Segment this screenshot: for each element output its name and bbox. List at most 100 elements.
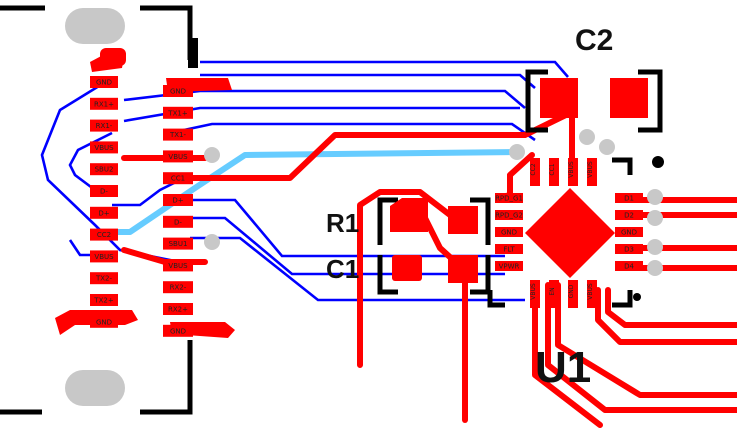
u1-pad: [530, 280, 540, 308]
u1-outline: [612, 157, 633, 175]
connector-pad-label: GND: [96, 79, 112, 87]
u1-pad-label: D1: [624, 195, 634, 203]
u1-pad: [549, 158, 559, 186]
connector-pad-label: GND: [170, 327, 186, 335]
connector-pad-label: TX1+: [167, 109, 188, 117]
u1-pad: [568, 280, 578, 308]
u1-pad-label: D3: [624, 246, 634, 254]
connector-pad: [163, 172, 193, 185]
via: [509, 144, 525, 160]
u1-thermal-pad: [525, 188, 615, 278]
via: [599, 139, 615, 155]
u1-pad-label: VBUS: [587, 161, 594, 178]
r1-c1-footprints: [390, 198, 478, 283]
via: [204, 147, 220, 163]
u1-pad: [549, 280, 559, 308]
u1-pad: [495, 227, 523, 237]
u1-pad-label: VBUS: [587, 283, 594, 300]
u1-refdes: U1: [535, 343, 591, 392]
u1-pad: [587, 280, 597, 308]
bottom-trace: [123, 106, 520, 123]
connector-pad-label: D-: [100, 188, 108, 196]
c1-refdes: C1: [326, 254, 359, 284]
u1-outline: [612, 290, 633, 308]
connector-pad: [163, 106, 193, 119]
via: [579, 129, 595, 145]
vias: [65, 8, 663, 406]
via: [647, 260, 663, 276]
connector-pad: [90, 294, 118, 306]
u1-pad-label: GND: [501, 229, 517, 237]
bottom-trace: [123, 89, 526, 109]
connector-pad-label: VBUS: [168, 262, 188, 270]
top-trace: [555, 282, 737, 398]
connector-pad-label: VBUS: [94, 253, 114, 261]
top-trace: [187, 109, 575, 181]
u1-pad-label: FLT: [503, 246, 515, 254]
connector-pad: [90, 272, 118, 285]
connector-pad: [163, 128, 193, 141]
u1-pad-label: VBUS: [530, 283, 537, 300]
bottom-trace: [40, 76, 181, 264]
connector-right-pad-column: GNDTX1+TX1-VBUSCC1D+D-SBU1VBUSRX2-RX2+GN…: [163, 85, 193, 337]
connector-pad-label: D+: [98, 209, 109, 217]
u1-pad-label: VPWR: [499, 263, 520, 271]
u1-pin1-dot: [633, 293, 641, 301]
top-trace: [595, 287, 737, 345]
connector-pad-label: TX2-: [95, 275, 113, 283]
u1-pad: [615, 227, 643, 237]
connector-pad: [90, 97, 118, 110]
connector-pad-label: SBU1: [169, 240, 188, 248]
c2-pad-2: [610, 78, 648, 118]
connector-pad: [163, 194, 193, 206]
connector-pad-label: RX1-: [96, 122, 113, 130]
connector-pad: [90, 185, 118, 197]
connector-left-pad-column: GNDRX1+RX1-VBUSSBU2D-D+CC2VBUSTX2-TX2+GN…: [90, 76, 118, 328]
bottom-trace: [200, 73, 536, 89]
connector-pad: [90, 119, 118, 132]
u1-outline: [487, 290, 505, 308]
connector-pad: [90, 250, 118, 263]
top-trace: [495, 152, 535, 201]
mounting-hole: [65, 370, 125, 406]
top-trace: [357, 189, 453, 368]
top-trace: [532, 282, 603, 428]
u1-pad-label: RPD_G2: [495, 212, 523, 220]
u1-pad-label: D4: [624, 263, 634, 271]
connector-pad: [90, 315, 118, 328]
connector-pad-label: RX2+: [168, 306, 188, 314]
top-trace: [545, 282, 737, 413]
u1-pad-label: CC2: [530, 163, 537, 175]
c2-refdes: C2: [575, 24, 613, 57]
c1-outline: [377, 255, 398, 295]
connector-outline: [140, 5, 193, 60]
u1-pad: [495, 193, 523, 203]
u1-pad-label: D2: [624, 212, 634, 220]
u1-pad: [615, 244, 643, 254]
bottom-layer-traces: [40, 60, 569, 302]
c1-pad-1: [392, 255, 422, 281]
u1-pad: [530, 158, 540, 186]
bottom-trace: [112, 178, 181, 207]
connector-pad: [163, 215, 193, 228]
u1-pad: [615, 193, 643, 203]
u1-pad-label: EN: [549, 287, 556, 295]
connector-outline: [140, 340, 193, 415]
connector-pad-label: VBUS: [168, 153, 188, 161]
bottom-trace: [68, 131, 113, 192]
connector-pad-label: CC1: [171, 175, 185, 183]
connector-pad: [163, 281, 193, 294]
connector-pad-label: VBUS: [94, 144, 114, 152]
silkscreen: [0, 5, 663, 415]
highlight-trace: [97, 149, 518, 235]
connector-pad: [163, 237, 193, 250]
u1-pad-label: GND: [568, 284, 575, 298]
connector-pad: [90, 76, 118, 88]
u1-pin1-dot: [652, 156, 664, 168]
via: [647, 239, 663, 255]
c1-pad-2: [448, 255, 478, 283]
connector-pad-label: D+: [172, 197, 183, 205]
connector-key: [188, 38, 198, 68]
